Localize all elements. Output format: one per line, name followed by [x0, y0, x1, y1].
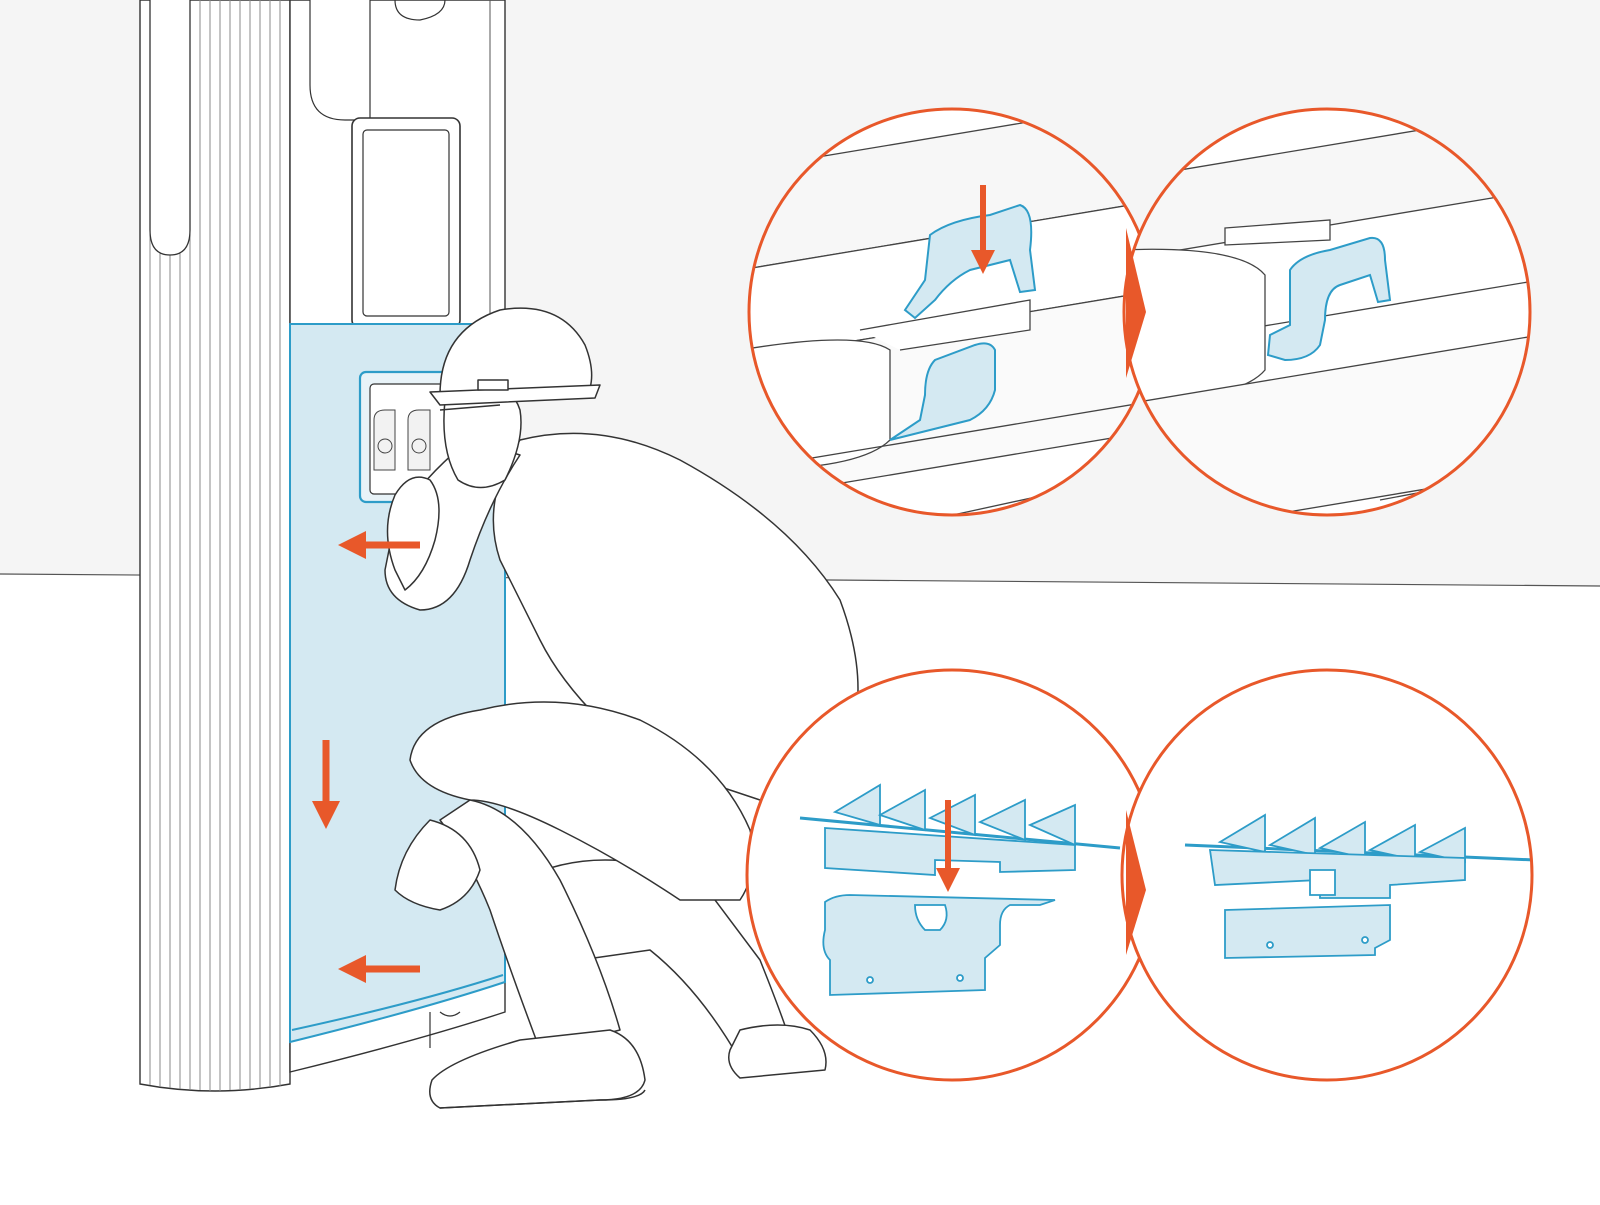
callout-hook-after: [1120, 668, 1534, 1082]
step-indicator-top: [1126, 228, 1146, 378]
callout-clip-after: [1122, 107, 1532, 517]
pillar-arrows: [312, 531, 420, 983]
worker-figure: [384, 307, 859, 1109]
step-indicator-bottom: [1126, 810, 1146, 955]
pillar-ribs: [149, 0, 281, 1091]
callout-hook-before: [745, 668, 1159, 1082]
socket-box: [358, 370, 462, 504]
callout-clip-before: [747, 107, 1157, 517]
